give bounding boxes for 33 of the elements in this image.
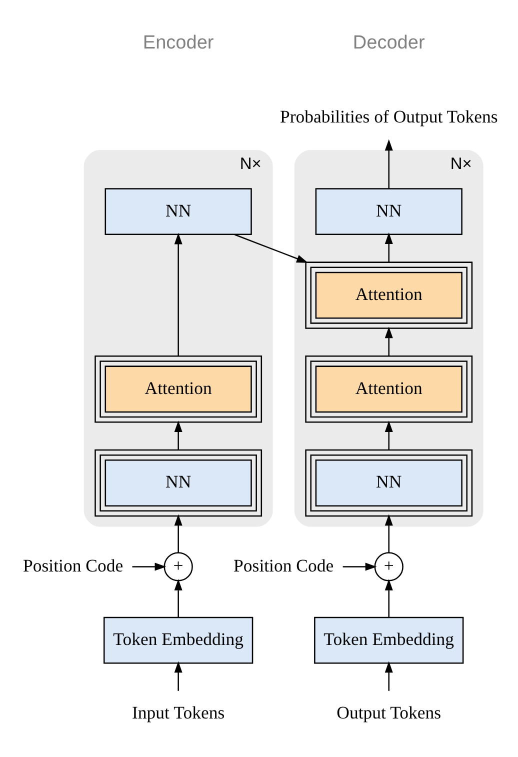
node-circle: + [163, 552, 192, 581]
node-box: NN [314, 188, 462, 235]
label: Decoder [352, 32, 424, 54]
label: Encoder [142, 32, 214, 54]
node-box: NN [104, 188, 252, 235]
node-text: Output Tokens [336, 702, 441, 722]
node-circle: + [374, 552, 403, 581]
arrow [174, 420, 182, 450]
node-text: Position Code [233, 554, 334, 575]
node-box: Attention [94, 355, 262, 422]
node-text: Probabilities of Output Tokens [279, 106, 498, 126]
node-text: Position Code [22, 554, 123, 575]
arrow [174, 660, 182, 690]
node-box: Token Embedding [314, 616, 464, 664]
arrow [384, 660, 392, 690]
arrow [384, 326, 392, 356]
arrow [234, 234, 308, 262]
arrow [384, 578, 392, 617]
node-box: NN [304, 448, 472, 516]
arrow [384, 138, 392, 188]
arrow [174, 578, 182, 617]
arrow [384, 514, 392, 552]
arrow [132, 562, 166, 570]
arrow [174, 232, 182, 356]
node-text: Input Tokens [132, 702, 224, 722]
arrow [342, 562, 376, 570]
arrow [174, 514, 182, 552]
node-box: NN [94, 448, 262, 516]
node-box: Token Embedding [103, 616, 253, 664]
arrow [384, 232, 392, 262]
arrow [384, 420, 392, 450]
node-box: Attention [304, 355, 472, 422]
node-box: Attention [304, 261, 472, 328]
